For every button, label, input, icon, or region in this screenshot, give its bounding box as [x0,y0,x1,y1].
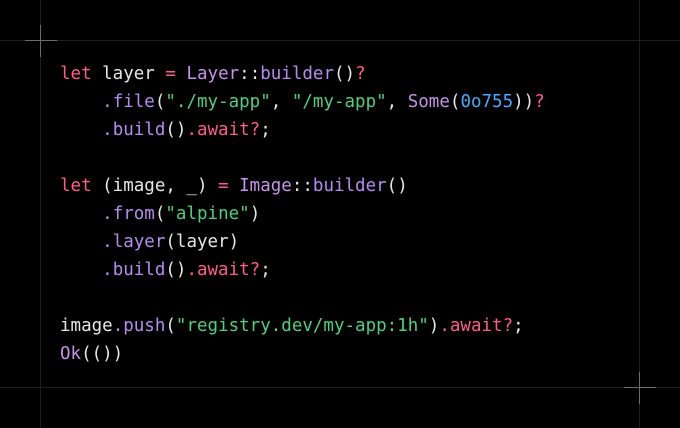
code-token-string: "/my-app" [291,92,387,112]
code-token-punct: ; [260,260,271,280]
code-token-op: = [165,64,176,84]
crosshair-icon [25,25,57,57]
frame-guide-right [639,0,640,428]
code-token-type: Ok [60,344,82,364]
code-token-type: Image [239,176,292,196]
code-token-punct: )) [513,92,535,112]
code-token-op: ? [355,64,366,84]
code-line: .from("alpine") [60,200,545,228]
code-token-string: "./my-app" [165,92,271,112]
code-token-op: = [218,176,229,196]
code-token-ident [60,204,102,224]
code-token-ident: layer [91,64,166,84]
code-token-punct: () [165,120,187,140]
code-token-op: ? [534,92,545,112]
code-token-keyword: .await [439,316,503,336]
code-token-ident [229,176,240,196]
code-token-ident [60,92,102,112]
code-token-method: builder [312,176,387,196]
crosshair-icon [624,372,656,404]
code-token-punct: ) [428,316,440,336]
code-token-keyword: .await [186,120,250,140]
frame-guide-top [0,40,680,41]
code-token-op: ? [249,120,261,140]
code-line: .build().await?; [60,256,545,284]
code-token-punct: ( [449,92,461,112]
code-token-op: ? [502,316,514,336]
code-line: .build().await?; [60,116,545,144]
code-token-punct: () [334,64,356,84]
code-token-method: .build [102,120,166,140]
frame-guide-bottom [0,387,680,388]
code-token-method: .layer [102,232,166,252]
code-token-punct: ( [165,316,176,336]
code-token-punct: ; [513,316,524,336]
code-token-punct: (()) [81,344,124,364]
code-line: let layer = Layer::builder()? [60,60,545,88]
code-token-keyword: let [60,176,92,196]
code-token-string: "alpine" [165,204,250,224]
code-token-punct: ; [260,120,271,140]
code-block: let layer = Layer::builder()? .file("./m… [60,60,545,368]
code-token-keyword: .await [186,260,250,280]
code-token-punct: ( [154,204,166,224]
code-token-punct: ( [154,92,166,112]
code-line: .file("./my-app", "/my-app", Some(0o755)… [60,88,545,116]
code-token-string: "registry.dev/my-app:1h" [175,316,429,336]
code-token-type: Some [407,92,450,112]
code-line [60,144,545,172]
code-token-ident [60,232,102,252]
code-line: .layer(layer) [60,228,545,256]
code-token-ident [176,64,187,84]
code-token-ident [60,120,102,140]
code-token-ident: image [60,316,113,336]
frame-guide-left [40,0,41,428]
code-token-method: .push [112,316,166,336]
code-token-punct: () [386,176,408,196]
code-token-punct: , [270,92,292,112]
code-token-method: builder [260,64,334,84]
code-token-punct: ) [249,204,261,224]
code-token-method: .from [102,204,155,224]
code-token-punct: :: [239,64,261,84]
code-token-ident [60,260,102,280]
code-token-ident: (image, _) [91,176,219,196]
code-token-op: ? [249,260,261,280]
code-token-punct: , [386,92,408,112]
code-line: Ok(()) [60,340,545,368]
code-token-type: Layer [186,64,240,84]
code-line: image.push("registry.dev/my-app:1h").awa… [60,312,545,340]
code-token-method: .file [102,92,155,112]
code-token-number: 0o755 [460,92,514,112]
code-token-punct: :: [291,176,313,196]
code-token-keyword: let [60,64,92,84]
code-token-punct: () [165,260,187,280]
code-line: let (image, _) = Image::builder() [60,172,545,200]
code-token-punct: (layer) [165,232,240,252]
code-token-method: .build [102,260,166,280]
code-line [60,284,545,312]
